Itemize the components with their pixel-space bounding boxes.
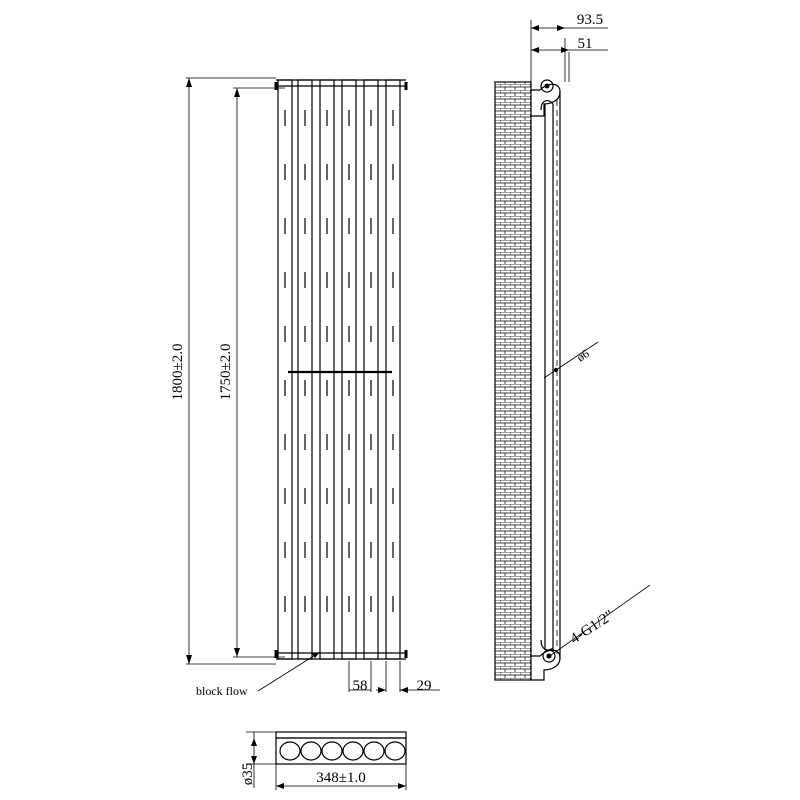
overall-height-dimension: 1800±2.0: [170, 77, 276, 665]
block-flow-note: block flow: [196, 651, 321, 698]
overall-width-dimension: 348±1.0: [275, 764, 407, 790]
overall-height-label: 1800±2.0: [170, 344, 186, 401]
radiator-tubes: [277, 79, 401, 660]
centres-height-dimension: 1750±2.0: [218, 87, 285, 658]
pin-diameter-label: ø6: [574, 346, 592, 364]
tube-pitch-dimension: 58: [348, 661, 372, 694]
plan-view: ø35 348±1.0: [240, 731, 407, 790]
section-depth-label: ø35: [240, 763, 256, 786]
connections-note: 4-G1/2": [546, 584, 651, 659]
depth-bracket-label: 51: [578, 36, 593, 52]
block-flow-label: block flow: [196, 684, 248, 698]
section-depth-dimension: ø35: [240, 731, 276, 788]
tube-width-label: 29: [417, 678, 432, 694]
tube-sections: [279, 741, 406, 761]
side-view: 93.5 51 ø6 4-G1/2": [494, 12, 651, 681]
centres-height-label: 1750±2.0: [218, 344, 234, 401]
connections-label: 4-G1/2": [567, 607, 616, 647]
tube-width-dimension: 29: [376, 661, 440, 694]
pin-diameter-note: ø6: [543, 341, 599, 379]
front-view: 1800±2.0 1750±2.0 block flow 58 29: [170, 77, 440, 698]
overall-width-label: 348±1.0: [316, 770, 365, 786]
depth-dimensions: 93.5 51: [530, 12, 608, 82]
depth-total-label: 93.5: [577, 12, 603, 28]
wall-hatch: [494, 81, 532, 681]
tube-pitch-label: 58: [353, 678, 368, 694]
